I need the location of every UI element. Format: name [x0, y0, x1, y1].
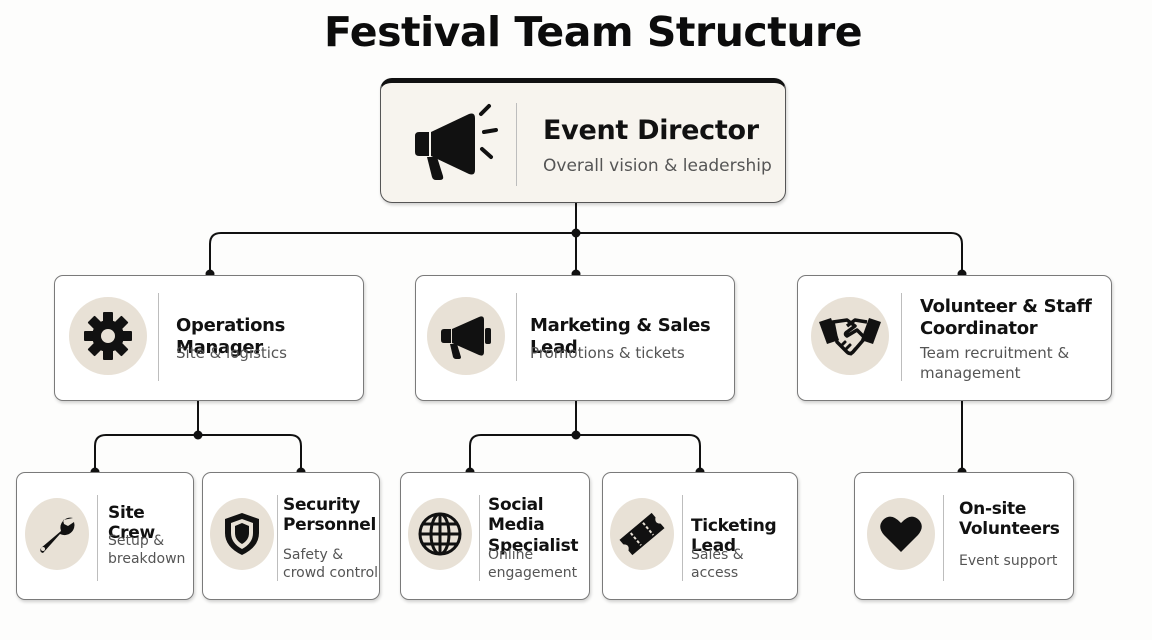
node-site-crew[interactable]: Site Crew Setup & breakdown	[16, 472, 194, 600]
node-title: Social Media Specialist	[488, 495, 579, 556]
divider	[516, 293, 517, 381]
divider	[97, 495, 98, 581]
node-subtitle: Event support	[959, 553, 1058, 569]
divider	[943, 495, 944, 581]
node-title: Volunteer & Staff Coordinator	[920, 296, 1092, 339]
node-title: Site Crew	[108, 503, 155, 544]
node-operations-manager[interactable]: Operations Manager Site & logistics	[54, 275, 364, 401]
node-volunteer-staff-coordinator[interactable]: Volunteer & Staff Coordinator Team recru…	[797, 275, 1112, 401]
divider	[516, 103, 517, 186]
icon-circle	[811, 297, 889, 375]
icon-circle	[69, 297, 147, 375]
node-subtitle: Team recruitment & management	[920, 344, 1070, 382]
node-title: Event Director	[543, 115, 759, 146]
node-title: Operations Manager	[176, 315, 286, 358]
icon-circle	[427, 297, 505, 375]
node-marketing-sales-lead[interactable]: Marketing & Sales Lead Promotions & tick…	[415, 275, 735, 401]
node-subtitle: Site & logistics	[176, 344, 287, 362]
node-on-site-volunteers[interactable]: On-site Volunteers Event support	[854, 472, 1074, 600]
divider	[479, 495, 480, 581]
node-title: On-site Volunteers	[959, 499, 1060, 540]
node-title: Security Personnel	[283, 495, 377, 536]
divider	[277, 495, 278, 581]
icon-circle	[210, 498, 274, 570]
node-subtitle: Setup & breakdown	[108, 533, 186, 568]
diagram-title: Festival Team Structure	[323, 8, 863, 56]
megaphone-icon	[411, 102, 501, 182]
node-title: Ticketing Lead	[691, 516, 777, 557]
node-ticketing-lead[interactable]: Ticketing Lead Sales & access	[602, 472, 798, 600]
junction-dot	[571, 228, 581, 238]
junction-dot	[193, 430, 203, 440]
node-subtitle: Promotions & tickets	[530, 344, 685, 362]
divider	[682, 495, 683, 581]
node-subtitle: Online engagement	[488, 547, 578, 582]
node-title: Marketing & Sales Lead	[530, 315, 711, 358]
node-subtitle: Overall vision & leadership	[543, 156, 772, 176]
node-social-media-specialist[interactable]: Social Media Specialist Online engagemen…	[400, 472, 590, 600]
icon-circle	[610, 498, 674, 570]
junction-dot	[571, 430, 581, 440]
node-security-personnel[interactable]: Security Personnel Safety & crowd contro…	[202, 472, 380, 600]
icon-circle	[408, 498, 472, 570]
divider	[901, 293, 902, 381]
icon-circle	[25, 498, 89, 570]
icon-circle	[867, 498, 935, 570]
node-subtitle: Safety & crowd control	[283, 547, 379, 582]
node-event-director[interactable]: Event Director Overall vision & leadersh…	[380, 78, 786, 203]
divider	[158, 293, 159, 381]
node-subtitle: Sales & access	[691, 547, 744, 582]
